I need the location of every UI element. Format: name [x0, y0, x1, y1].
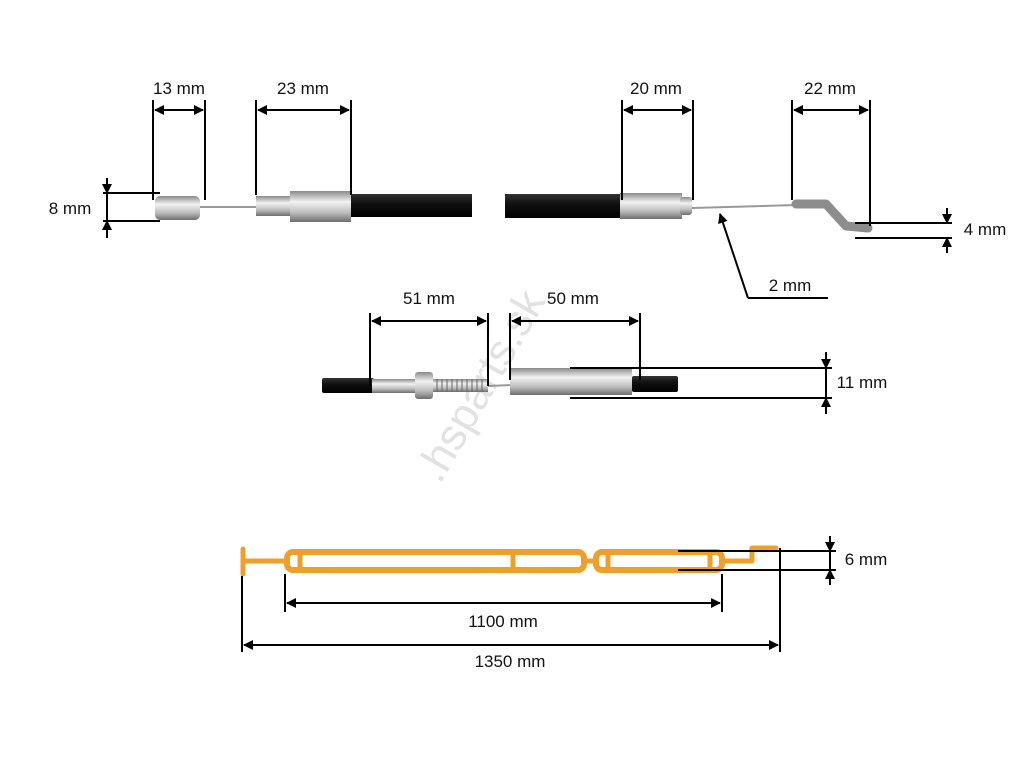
dimension-1350mm: 1350 mm — [241, 548, 781, 671]
wire-diameter-label: 2 mm — [769, 276, 812, 295]
cable-adjuster — [322, 368, 678, 399]
dimension-11mm: 11 mm — [570, 352, 887, 414]
hook-height-label: 6 mm — [845, 550, 888, 569]
end-cap-diameter-label: 8 mm — [49, 199, 92, 218]
dimension-13mm: 13 mm — [152, 79, 206, 200]
end-cap-length-label: 13 mm — [153, 79, 205, 98]
hook-length-label: 22 mm — [804, 79, 856, 98]
dimension-51mm: 51 mm — [369, 289, 489, 386]
ferrule-right-length-label: 20 mm — [630, 79, 682, 98]
sheath-length-label: 1100 mm — [468, 612, 538, 631]
dimension-4mm: 4 mm — [855, 208, 1006, 253]
cable-end-right — [505, 193, 873, 233]
dimension-2mm: 2 mm — [718, 213, 828, 299]
cable-schematic — [240, 545, 779, 577]
dimension-23mm: 23 mm — [255, 79, 352, 195]
cable-end-left — [155, 191, 472, 222]
dimension-20mm: 20 mm — [621, 79, 694, 200]
sleeve-length-label: 50 mm — [547, 289, 599, 308]
dimension-1100mm: 1100 mm — [284, 574, 723, 631]
adjuster-length-label: 51 mm — [403, 289, 455, 308]
dimension-8mm: 8 mm — [49, 178, 160, 238]
dimension-6mm: 6 mm — [678, 536, 887, 585]
dimension-22mm: 22 mm — [791, 79, 871, 226]
ferrule-left-length-label: 23 mm — [277, 79, 329, 98]
sleeve-diameter-label: 11 mm — [837, 373, 888, 392]
total-length-label: 1350 mm — [475, 652, 546, 671]
hook-offset-label: 4 mm — [964, 220, 1007, 239]
